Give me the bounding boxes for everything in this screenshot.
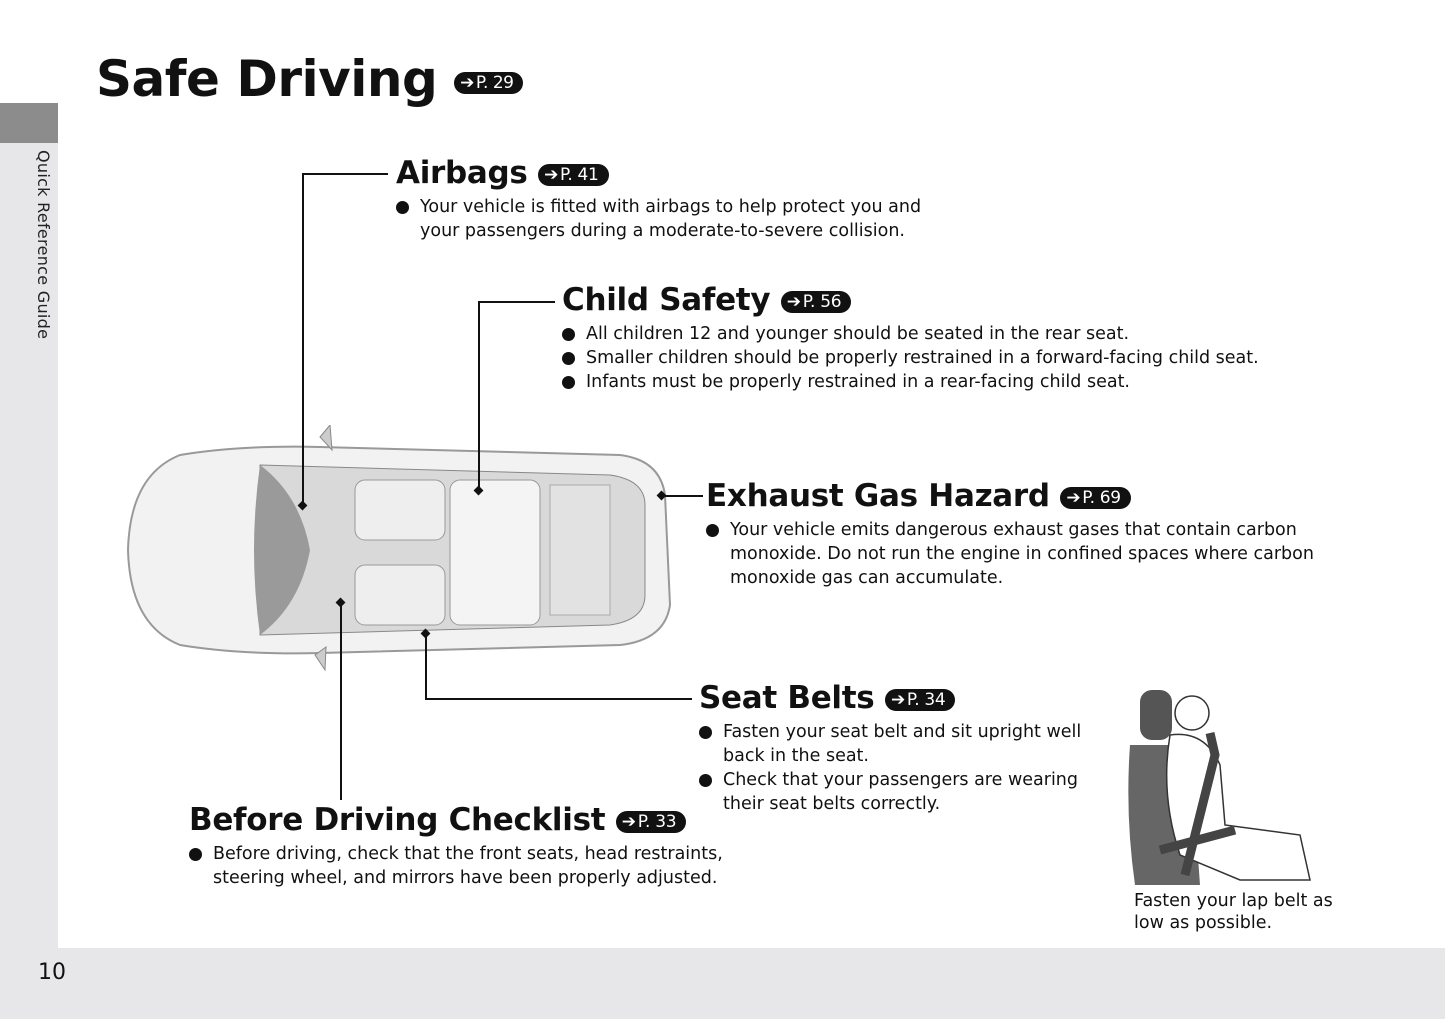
page-ref-link[interactable]: ➔P. 34	[884, 688, 956, 711]
page-number: 10	[38, 960, 66, 985]
arrow-icon: ➔	[786, 291, 801, 312]
page-title: Safe Driving ➔P. 29	[96, 50, 524, 108]
arrow-icon: ➔	[460, 72, 474, 93]
section-exhaust: Exhaust Gas Hazard ➔P. 69 Your vehicle e…	[706, 478, 1346, 590]
page-ref-link[interactable]: ➔P. 56	[780, 290, 852, 313]
ref-text: P. 33	[637, 811, 677, 832]
side-tab-label: Quick Reference Guide	[34, 150, 53, 340]
section-seat-belts: Seat Belts ➔P. 34 Fasten your seat belt …	[699, 680, 1099, 816]
bullet-item: Smaller children should be properly rest…	[562, 346, 1302, 370]
illustration-caption: Fasten your lap belt as low as possible.	[1134, 891, 1333, 933]
arrow-icon: ➔	[621, 811, 636, 832]
bullet-item: Infants must be properly restrained in a…	[562, 370, 1302, 394]
ref-text: P. 69	[1082, 487, 1121, 508]
heading-text: Airbags	[396, 155, 528, 191]
section-heading: Child Safety ➔P. 56	[562, 282, 1302, 318]
arrow-icon: ➔	[544, 164, 559, 185]
seatbelt-leader-v	[425, 633, 427, 699]
seatbelt-person-illustration	[1128, 690, 1311, 885]
section-before-driving-checklist: Before Driving Checklist ➔P. 33 Before d…	[189, 802, 749, 890]
heading-text: Before Driving Checklist	[189, 802, 606, 838]
ref-text: P. 56	[802, 291, 842, 312]
arrow-icon: ➔	[890, 689, 905, 710]
page-ref-link[interactable]: ➔P. 41	[538, 163, 609, 186]
exhaust-leader	[661, 495, 703, 497]
bullet-item: Check that your passengers are wearing t…	[699, 768, 1099, 816]
heading-text: Child Safety	[562, 282, 771, 318]
ref-text: P. 29	[475, 72, 514, 93]
title-text: Safe Driving	[96, 50, 438, 108]
checklist-leader	[340, 602, 342, 800]
section-airbags: Airbags ➔P. 41 Your vehicle is fitted wi…	[396, 155, 956, 243]
heading-text: Exhaust Gas Hazard	[706, 478, 1050, 514]
section-child-safety: Child Safety ➔P. 56 All children 12 and …	[562, 282, 1302, 394]
side-tab-strip	[0, 103, 58, 948]
page-ref-link[interactable]: ➔P. 69	[1060, 486, 1131, 509]
bullet-item: Your vehicle is fitted with airbags to h…	[396, 195, 956, 243]
page-ref-link[interactable]: ➔P. 33	[615, 810, 687, 833]
ref-text: P. 41	[560, 164, 599, 185]
section-heading: Airbags ➔P. 41	[396, 155, 956, 191]
ref-text: P. 34	[906, 689, 946, 710]
bullet-item: All children 12 and younger should be se…	[562, 322, 1302, 346]
footer-band	[0, 948, 1445, 1019]
heading-text: Seat Belts	[699, 680, 875, 716]
bullet-item: Your vehicle emits dangerous exhaust gas…	[706, 518, 1346, 590]
airbags-leader-h	[302, 173, 388, 175]
airbags-leader-v	[302, 173, 304, 505]
bullet-item: Before driving, check that the front sea…	[189, 842, 749, 890]
bullet-item: Fasten your seat belt and sit upright we…	[699, 720, 1099, 768]
car-top-view-illustration	[126, 425, 672, 672]
section-heading: Before Driving Checklist ➔P. 33	[189, 802, 749, 838]
page-ref-link[interactable]: ➔P. 29	[454, 71, 524, 94]
child-leader-v	[478, 301, 480, 490]
side-tab-marker	[0, 103, 58, 143]
section-heading: Seat Belts ➔P. 34	[699, 680, 1099, 716]
child-leader-h	[478, 301, 555, 303]
arrow-icon: ➔	[1066, 487, 1081, 508]
section-heading: Exhaust Gas Hazard ➔P. 69	[706, 478, 1346, 514]
seatbelt-leader-h	[425, 698, 692, 700]
